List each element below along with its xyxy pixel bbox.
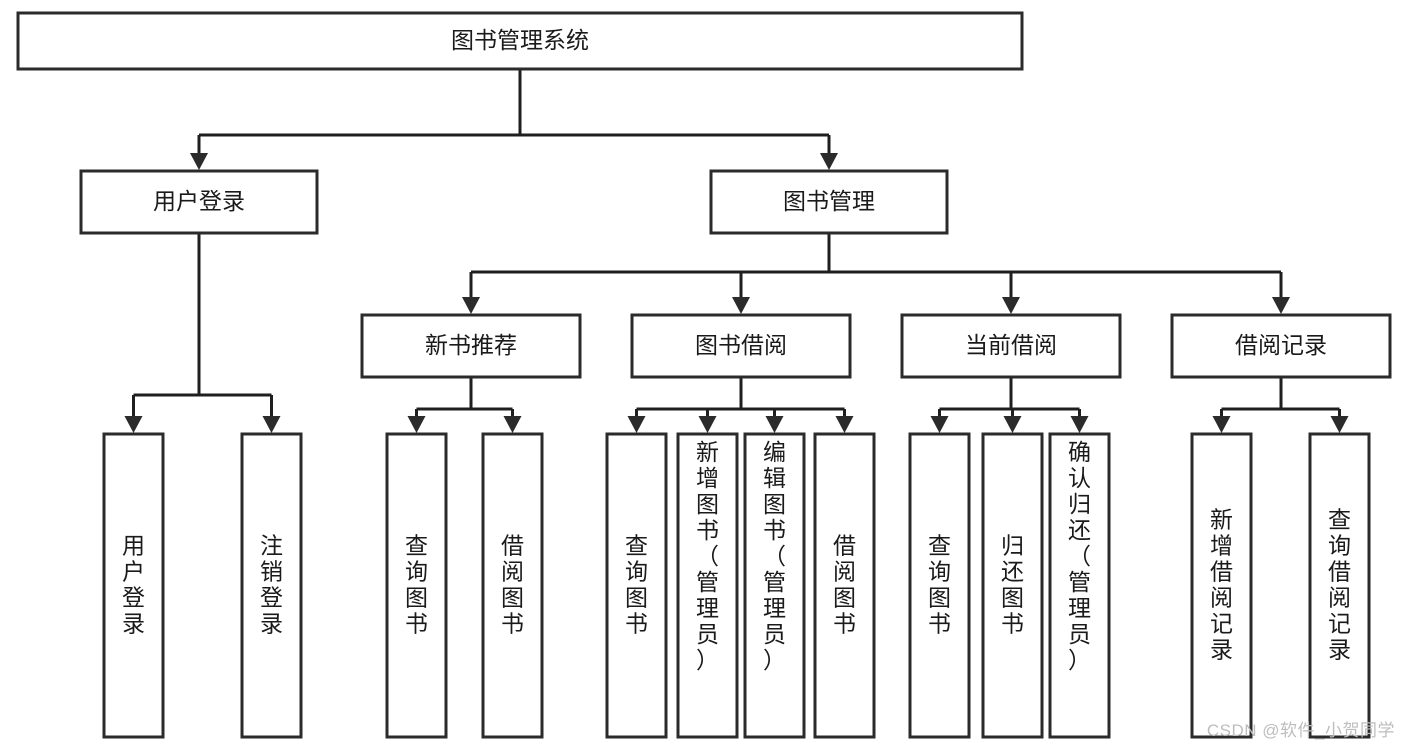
node-leaf-add-book-admin[interactable]: 新增图书（管理员） [676,432,739,739]
node-box-root [16,11,1024,71]
node-label-leaf-borrow-book: 借阅图书 [833,533,856,637]
node-label-leaf-logout-login: 注销登录 [260,533,283,637]
node-leaf-return-book[interactable]: 归还图书 [981,432,1044,739]
node-label-leaf-add-borrow-record: 新增借阅记录 [1210,507,1233,663]
node-label-new-book-recommend: 新书推荐 [425,332,517,358]
node-box-leaf-query-book-current [908,432,971,739]
node-box-leaf-logout-login [240,432,303,739]
node-label-current-borrow: 当前借阅 [965,332,1057,358]
node-leaf-query-borrow-record[interactable]: 查询借阅记录 [1308,432,1371,739]
arrow-head-icon [1003,416,1022,433]
node-root[interactable]: 图书管理系统 [16,11,1024,71]
arrow-head-icon [503,416,522,433]
arrow-head-icon [407,416,426,433]
node-leaf-logout-login[interactable]: 注销登录 [240,432,303,739]
arrow-head-icon [930,416,949,433]
node-box-leaf-add-borrow-record [1190,432,1253,739]
node-book-borrow[interactable]: 图书借阅 [630,313,852,379]
node-box-leaf-borrow-book [813,432,876,739]
node-leaf-query-book-recommend[interactable]: 查询图书 [385,432,448,739]
arrow-head-icon [262,416,281,433]
node-box-leaf-borrow-book-recommend [481,432,544,739]
arrow-head-icon [835,416,854,433]
node-box-leaf-edit-book-admin [743,432,806,739]
arrow-head-icon [732,297,750,314]
node-leaf-edit-book-admin[interactable]: 编辑图书（管理员） [743,432,806,739]
node-label-leaf-edit-book-admin: 编辑图书（管理员） [763,439,786,673]
node-label-user-login: 用户登录 [153,188,245,214]
arrow-head-icon [190,153,208,170]
node-leaf-borrow-book-recommend[interactable]: 借阅图书 [481,432,544,739]
node-borrow-record[interactable]: 借阅记录 [1170,313,1392,379]
node-label-leaf-query-borrow-record: 查询借阅记录 [1328,507,1351,663]
node-leaf-borrow-book[interactable]: 借阅图书 [813,432,876,739]
arrow-head-icon [1212,416,1231,433]
node-box-leaf-return-book [981,432,1044,739]
node-user-login[interactable]: 用户登录 [79,169,319,235]
node-box-leaf-user-login [102,432,165,739]
node-leaf-add-borrow-record[interactable]: 新增借阅记录 [1190,432,1253,739]
node-leaf-confirm-return-admin[interactable]: 确认归还（管理员） [1048,432,1111,739]
node-leaf-query-book-borrow[interactable]: 查询图书 [605,432,668,739]
node-box-user-login [79,169,319,235]
node-label-root: 图书管理系统 [451,27,589,53]
arrow-head-icon [765,416,784,433]
arrow-head-icon [1272,297,1290,314]
node-box-book-borrow [630,313,852,379]
node-label-leaf-return-book: 归还图书 [1001,533,1024,637]
node-label-book-management: 图书管理 [783,188,875,214]
node-box-leaf-query-book-recommend [385,432,448,739]
node-label-leaf-query-book-current: 查询图书 [928,533,951,637]
arrow-head-icon [627,416,646,433]
node-label-leaf-borrow-book-recommend: 借阅图书 [501,533,524,637]
node-leaf-user-login[interactable]: 用户登录 [102,432,165,739]
node-label-book-borrow: 图书借阅 [695,332,787,358]
node-current-borrow[interactable]: 当前借阅 [900,313,1122,379]
arrow-head-icon [820,153,838,170]
node-label-leaf-add-book-admin: 新增图书（管理员） [696,439,719,673]
node-label-leaf-query-book-recommend: 查询图书 [405,533,428,637]
csdn-watermark: CSDN @软件_小贺同学 [1206,721,1395,740]
node-book-management[interactable]: 图书管理 [709,169,949,235]
arrow-head-icon [462,297,480,314]
node-label-leaf-confirm-return-admin: 确认归还（管理员） [1068,439,1091,673]
node-label-borrow-record: 借阅记录 [1235,332,1327,358]
node-box-new-book-recommend [360,313,582,379]
node-box-leaf-confirm-return-admin [1048,432,1111,739]
node-label-leaf-user-login: 用户登录 [122,533,145,637]
arrow-head-icon [698,416,717,433]
node-leaf-query-book-current[interactable]: 查询图书 [908,432,971,739]
diagram-nodes: 图书管理系统用户登录图书管理新书推荐图书借阅当前借阅借阅记录用户登录注销登录查询… [16,11,1392,739]
arrow-head-icon [1330,416,1349,433]
node-box-borrow-record [1170,313,1392,379]
node-box-leaf-add-book-admin [676,432,739,739]
node-label-leaf-query-book-borrow: 查询图书 [625,533,648,637]
node-new-book-recommend[interactable]: 新书推荐 [360,313,582,379]
node-box-current-borrow [900,313,1122,379]
node-box-leaf-query-borrow-record [1308,432,1371,739]
arrow-head-icon [124,416,143,433]
connector-lines [124,69,1349,433]
node-box-leaf-query-book-borrow [605,432,668,739]
arrow-head-icon [1002,297,1020,314]
node-box-book-management [709,169,949,235]
arrow-head-icon [1070,416,1089,433]
